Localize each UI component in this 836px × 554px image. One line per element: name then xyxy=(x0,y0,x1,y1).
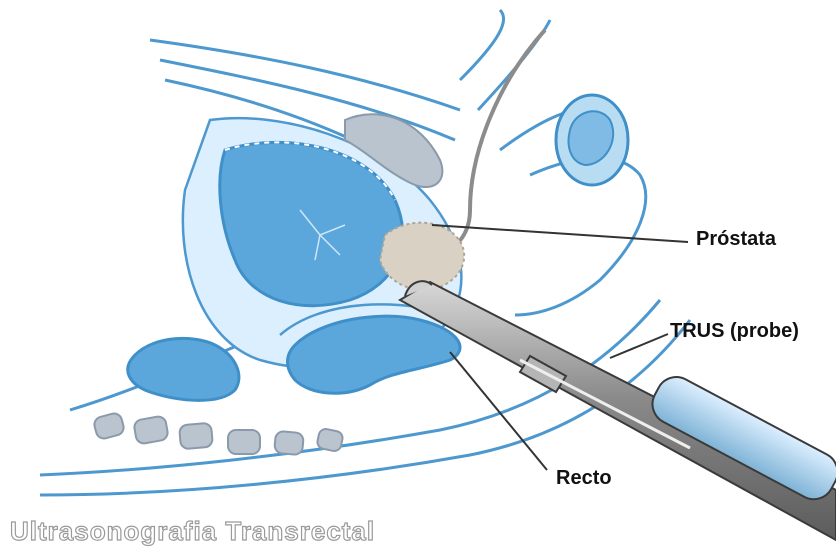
prostate-label: Próstata xyxy=(696,228,776,251)
prostate-leader-line xyxy=(432,225,688,242)
sacrum-vertebrae xyxy=(93,412,344,455)
image-caption: Ultrasonografia Transrectal xyxy=(10,516,375,547)
trus-probe-label: TRUS (probe) xyxy=(670,320,799,343)
rectum-label: Recto xyxy=(556,467,612,490)
intestine xyxy=(128,338,239,400)
